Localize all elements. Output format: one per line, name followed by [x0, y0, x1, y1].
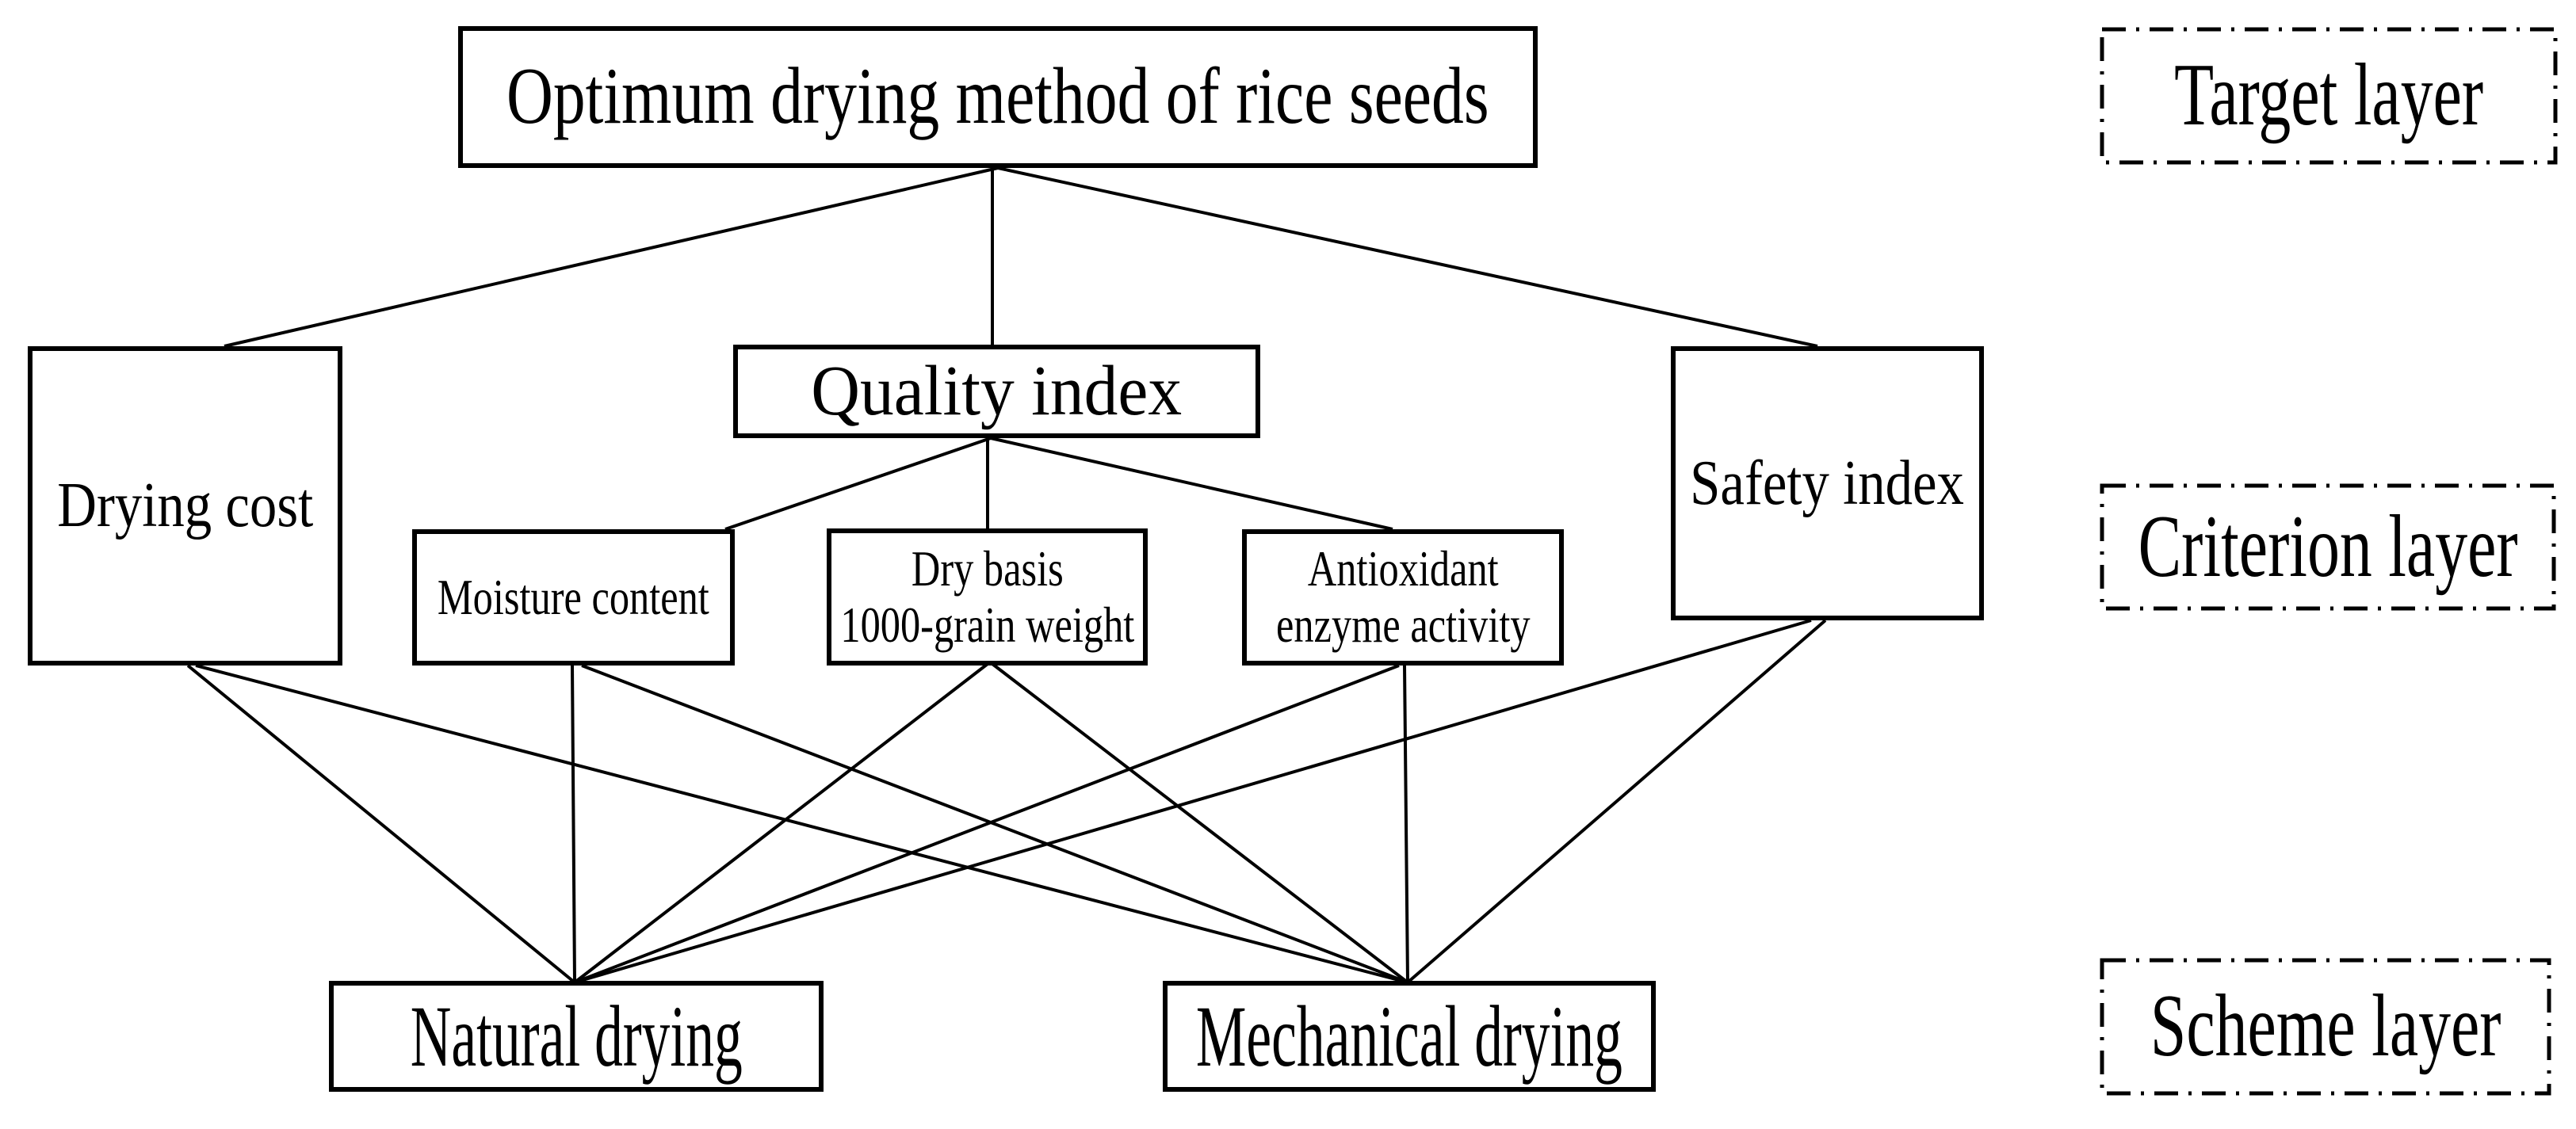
- node-antioxidant-line2: enzyme activity: [1275, 597, 1531, 653]
- node-antioxidant-line1: Antioxidant: [1307, 541, 1499, 597]
- criterion-layer-frame: [2100, 483, 2556, 611]
- edge-antioxidant-natural: [574, 664, 1400, 984]
- edge-moisture-natural: [571, 665, 576, 983]
- target-layer-label-box: Target layer: [2102, 29, 2555, 162]
- node-safety-index: Safety index: [1671, 346, 1984, 620]
- node-mechanical-drying-label: Mechanical drying: [1195, 987, 1623, 1085]
- edge-drybasis-mechanical: [991, 662, 1409, 984]
- edge-quality-antioxidant: [990, 437, 1393, 531]
- edge-antioxidant-mechanical: [1403, 665, 1409, 983]
- node-drying-cost: Drying cost: [28, 346, 342, 666]
- node-quality-index-label: Quality index: [811, 352, 1183, 431]
- edge-dryingcost-mechanical: [195, 664, 1408, 984]
- node-natural-drying-label: Natural drying: [410, 987, 743, 1085]
- node-quality-index: Quality index: [733, 345, 1260, 438]
- node-safety-index-label: Safety index: [1690, 448, 1965, 518]
- node-natural-drying: Natural drying: [329, 981, 824, 1092]
- node-antioxidant: Antioxidant enzyme activity: [1242, 529, 1564, 666]
- node-dry-basis-line2: 1000-grain weight: [840, 597, 1134, 653]
- edge-quality-moisture: [724, 437, 992, 531]
- node-drying-cost-label: Drying cost: [57, 471, 313, 541]
- edge-drybasis-natural: [573, 662, 989, 984]
- criterion-layer-label-box: Criterion layer: [2102, 486, 2554, 608]
- node-mechanical-drying: Mechanical drying: [1163, 981, 1656, 1092]
- node-dry-basis-label: Dry basis 1000-grain weight: [840, 541, 1134, 653]
- edge-safety-mechanical: [1406, 619, 1827, 984]
- edge-moisture-mechanical: [581, 664, 1408, 984]
- edge-dryingcost-natural: [186, 664, 576, 984]
- edge-target-drying-cost: [224, 166, 999, 348]
- scheme-layer-label: Scheme layer: [2150, 977, 2501, 1076]
- node-moisture-content: Moisture content: [412, 529, 735, 666]
- scheme-layer-frame: [2100, 958, 2551, 1096]
- node-target-label: Optimum drying method of rice seeds: [506, 51, 1489, 142]
- node-dry-basis-line1: Dry basis: [911, 540, 1064, 597]
- scheme-layer-label-box: Scheme layer: [2102, 960, 2549, 1093]
- edge-target-safety: [997, 166, 1818, 348]
- node-antioxidant-label: Antioxidant enzyme activity: [1276, 541, 1530, 653]
- node-moisture-content-label: Moisture content: [438, 569, 709, 625]
- node-dry-basis: Dry basis 1000-grain weight: [827, 528, 1148, 666]
- node-target: Optimum drying method of rice seeds: [458, 26, 1538, 168]
- edge-safety-natural: [574, 619, 1812, 984]
- target-layer-label: Target layer: [2173, 46, 2484, 145]
- target-layer-frame: [2100, 27, 2558, 165]
- criterion-layer-label: Criterion layer: [2138, 497, 2518, 596]
